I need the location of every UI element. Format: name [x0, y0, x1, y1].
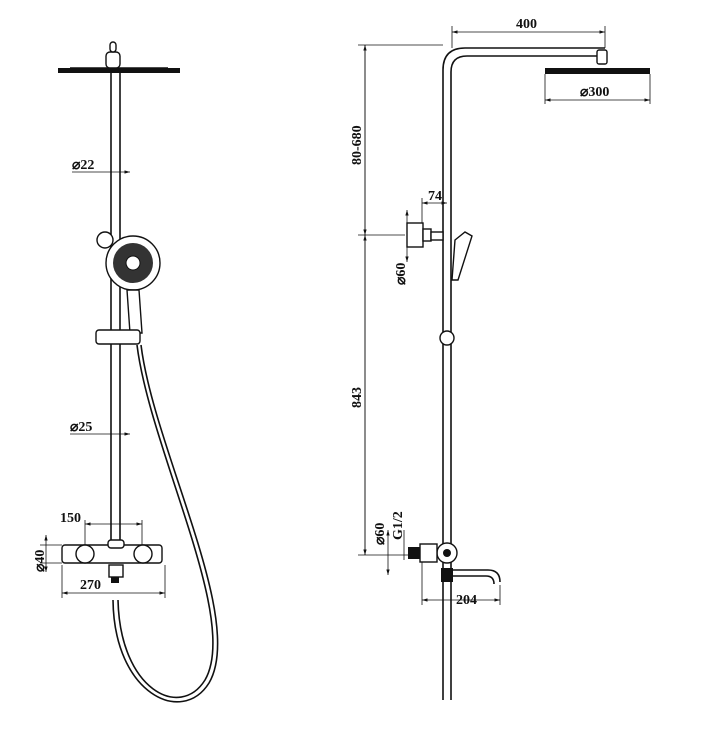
inlet-diameter-label: ⌀60 [373, 523, 388, 545]
head-connector [105, 51, 121, 69]
height-adjust-label: 80-680 [350, 125, 365, 165]
rain-head [58, 68, 180, 73]
shower-arm [442, 47, 605, 700]
side-view: 400 ⌀300 80-680 843 74 ⌀60 ⌀60 [350, 17, 651, 700]
side-hand-shower [451, 231, 473, 281]
wall-bracket [406, 222, 424, 248]
front-view: ⌀22 ⌀25 150 ⌀40 270 [33, 41, 219, 703]
hose [117, 344, 214, 699]
hand-shower-handle [126, 289, 143, 334]
mixer-width-label: 270 [80, 578, 101, 593]
mixer-diameter-label: ⌀40 [33, 550, 48, 572]
rail-height-label: 843 [350, 387, 365, 408]
bracket-offset-label: 74 [428, 189, 442, 204]
rail-diameter-bottom-label: ⌀25 [70, 420, 92, 435]
arm-length-label: 400 [516, 17, 537, 32]
slider [95, 329, 141, 345]
valve-spacing-label: 150 [60, 511, 81, 526]
bath-spout [453, 569, 501, 583]
bracket-diameter-label: ⌀60 [394, 263, 409, 285]
head-diameter-label: ⌀300 [580, 85, 609, 100]
inlet-thread-label: G1/2 [391, 511, 406, 540]
rail-diameter-top-label: ⌀22 [72, 158, 94, 173]
spout-length-label: 204 [456, 593, 477, 608]
side-rain-head [545, 68, 650, 74]
